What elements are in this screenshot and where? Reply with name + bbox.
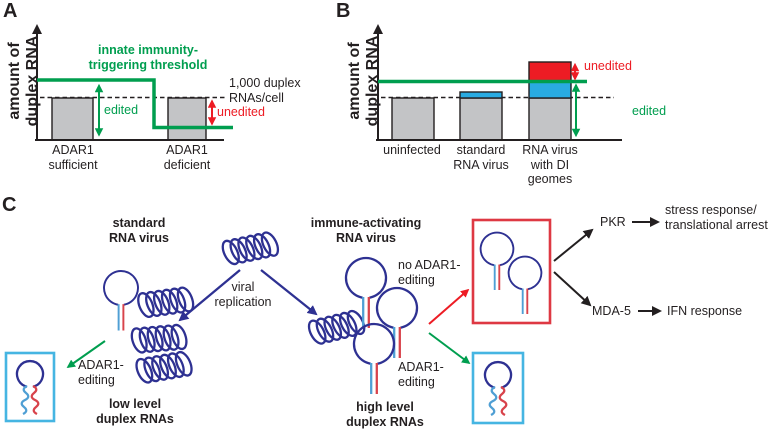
viral-genome-coil-center [217,227,284,269]
panel-b-category-standard: standard RNA virus [453,143,509,172]
mda5-branch-arrow [553,271,592,307]
unedited-hairpin-boxed-1 [479,231,515,291]
standard-virus-label: standard RNA virus [109,216,169,245]
panel-a-y-axis-label: amount of duplex RNA [6,35,41,127]
mda5-label: MDA-5 [592,304,631,318]
viral-genome-coil-left-3 [131,347,197,388]
edited-duplex-rna-hairpin-left [15,359,45,416]
edited-duplex-rna-hairpin-right [483,360,513,417]
panel-b-y-axis-label: amount of duplex RNA [346,35,381,127]
panel-a-bar-adar1-sufficient [51,97,94,141]
panel-a-unedited-label: unedited [217,105,265,119]
adar1-editing-label-left: ADAR1- editing [78,358,124,387]
immune-activating-virus-label: immune-activating RNA virus [310,216,422,245]
panel-b-bar-standard-blue-segment [459,91,503,99]
viral-replication-label: viral replication [214,280,272,309]
panel-a-chart [32,24,233,141]
unedited-rna-box [471,218,552,325]
reference-value-label: 1,000 duplex RNAs/cell [229,76,301,105]
viral-replication-arrow-right [260,269,318,316]
viral-replication-arrow-left [178,269,241,322]
stress-response-label: stress response/ translational arrest [665,203,768,232]
unedited-hairpin-boxed-2 [507,255,543,315]
panel-a-category-deficient: ADAR1 deficient [163,143,211,172]
viral-genome-coil-left-2 [127,321,191,357]
panel-a-threshold-line [37,78,233,130]
threshold-label: innate immunity- triggering threshold [88,43,208,72]
low-level-duplex-label: low level duplex RNAs [96,397,174,426]
edited-rna-box-left [4,351,56,423]
panel-a-category-sufficient: ADAR1 sufficient [48,143,98,172]
adar1-editing-arrow-left [66,340,106,368]
panel-b-category-di: RNA virus with DI geomes [522,143,578,186]
adar1-editing-arrow-right [428,332,471,365]
edited-rna-box-right [471,351,525,425]
no-adar1-editing-arrow [428,288,470,325]
panel-c-diagram [4,217,662,425]
pkr-label: PKR [600,215,626,229]
duplex-rna-hairpin-cluster-2 [375,286,419,360]
panel-a-label: A [3,0,18,22]
panel-b-bar-uninfected [391,97,435,141]
panel-a-bar-adar1-deficient [167,97,207,141]
pkr-branch-arrow [553,228,594,262]
panel-b-chart [373,24,622,141]
duplex-rna-hairpin-left [103,270,139,332]
high-level-duplex-label: high level duplex RNAs [346,400,424,429]
panel-c-label: C [2,194,17,216]
panel-b-bar-di-blue-segment [528,80,572,99]
panel-a-edited-label: edited [104,103,139,117]
ifn-response-label: IFN response [667,304,743,318]
panel-b-category-uninfected: uninfected [383,143,441,157]
adar1-editing-label-right: ADAR1- editing [398,360,444,389]
panel-b-bar-di-gray [528,97,572,141]
panel-b-unedited-label: unedited [584,59,632,73]
panel-b-edited-label: edited [632,104,667,118]
no-adar1-editing-label: no ADAR1- editing [398,258,461,287]
panel-b-bar-standard-gray [459,97,503,141]
panel-b-bar-di-red-segment [528,61,572,82]
panel-b-label: B [336,0,351,22]
